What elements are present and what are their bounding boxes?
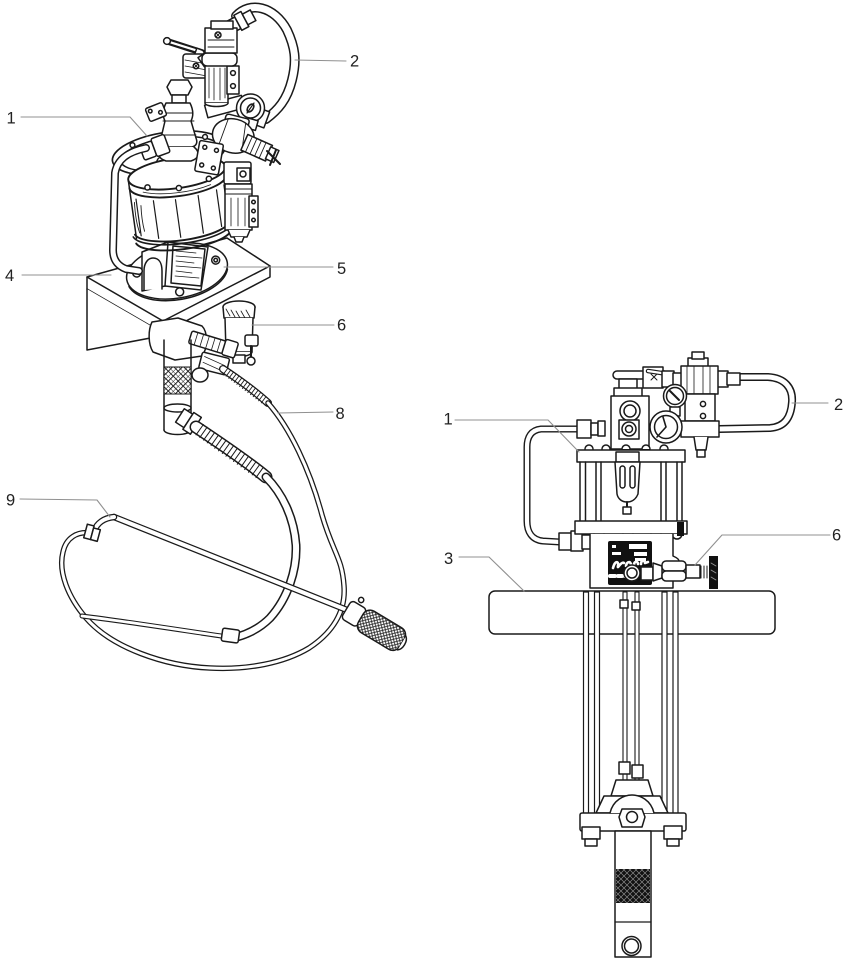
svg-text:3: 3 <box>444 550 453 568</box>
svg-text:6: 6 <box>832 527 841 545</box>
svg-text:1: 1 <box>444 411 453 429</box>
svg-text:5: 5 <box>337 260 346 278</box>
svg-text:1: 1 <box>7 110 16 128</box>
svg-text:2: 2 <box>834 396 843 414</box>
svg-text:4: 4 <box>5 267 14 285</box>
svg-text:9: 9 <box>6 492 15 510</box>
svg-text:2: 2 <box>350 53 359 71</box>
svg-text:6: 6 <box>337 317 346 335</box>
svg-text:8: 8 <box>336 405 345 423</box>
